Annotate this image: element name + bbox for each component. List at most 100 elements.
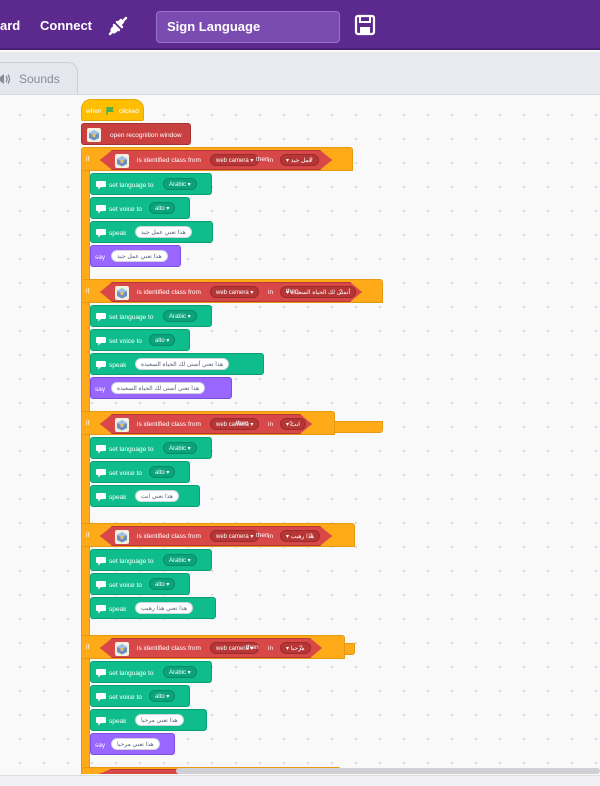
language-dropdown[interactable]: Arabic ▾ bbox=[163, 666, 197, 678]
question-label: ? bbox=[299, 645, 303, 652]
speak-block[interactable]: speak هذا تعني عمل جيد bbox=[90, 221, 214, 243]
speech-bubble-icon bbox=[95, 203, 106, 214]
language-dropdown[interactable]: Arabic ▾ bbox=[163, 178, 197, 190]
question-label: ? bbox=[309, 157, 313, 164]
in-label: in bbox=[268, 157, 274, 164]
save-icon[interactable] bbox=[354, 14, 376, 36]
language-dropdown[interactable]: Arabic ▾ bbox=[163, 310, 197, 322]
set-voice-block-label: set voice to bbox=[109, 470, 142, 477]
speak-text-input[interactable]: هذا تعني عمل جيد bbox=[135, 226, 192, 238]
set-language-block[interactable]: set language to Arabic ▾ bbox=[90, 437, 212, 459]
open-recognition-window-block[interactable]: open recognition window bbox=[81, 123, 191, 145]
speak-text-input[interactable]: هذا تعني هذا رهيب bbox=[135, 602, 194, 614]
when-flag-clicked-block[interactable]: when clicked bbox=[81, 99, 144, 121]
speech-bubble-icon bbox=[95, 443, 106, 454]
set-voice-block[interactable]: set voice to alto ▾ bbox=[90, 685, 190, 707]
say-text-input[interactable]: هذا تعني عمل جيد bbox=[111, 250, 168, 262]
say-text-input[interactable]: هذا تعني مرحبا bbox=[111, 738, 160, 750]
menu-item-board[interactable]: ard bbox=[0, 18, 21, 33]
speech-bubble-icon bbox=[95, 491, 106, 502]
speech-bubble-icon bbox=[95, 467, 106, 478]
voice-dropdown[interactable]: alto ▾ bbox=[149, 578, 176, 590]
project-title-input[interactable]: Sign Language bbox=[156, 11, 340, 43]
say-text-input[interactable]: هذا تعني أتمنى لك الحياة السعيدة bbox=[111, 382, 206, 394]
class-dropdown[interactable]: عمل جيد ▾ bbox=[280, 154, 319, 166]
voice-dropdown[interactable]: alto ▾ bbox=[149, 690, 176, 702]
speech-bubble-icon bbox=[95, 359, 106, 370]
speech-bubble-icon bbox=[95, 603, 106, 614]
editor-tab-row: Sounds bbox=[0, 52, 600, 96]
recognition-extension-icon bbox=[115, 418, 129, 432]
voice-dropdown[interactable]: alto ▾ bbox=[149, 334, 176, 346]
tab-sounds[interactable]: Sounds bbox=[0, 62, 78, 96]
speak-block-label: speak bbox=[109, 230, 127, 237]
horizontal-scrollbar[interactable] bbox=[176, 768, 600, 774]
speech-bubble-icon bbox=[95, 179, 106, 190]
source-dropdown[interactable]: web camera ▾ bbox=[210, 286, 259, 298]
recognition-extension-icon bbox=[115, 530, 129, 544]
set-voice-block-label: set voice to bbox=[109, 694, 142, 701]
source-dropdown[interactable]: web camera ▾ bbox=[210, 418, 259, 430]
speak-text-input[interactable]: هذا تعني أتمنى لك الحياة السعيدة bbox=[135, 358, 230, 370]
voice-dropdown[interactable]: alto ▾ bbox=[149, 466, 176, 478]
speak-text-input[interactable]: هذا تعني انت bbox=[135, 490, 179, 502]
is-identified-label: is identified class from bbox=[137, 289, 201, 296]
set-voice-block[interactable]: set voice to alto ▾ bbox=[90, 461, 190, 483]
set-language-block-label: set language to bbox=[109, 446, 154, 453]
then-label: then bbox=[286, 288, 299, 295]
green-flag-icon bbox=[106, 107, 114, 115]
in-label: in bbox=[268, 289, 274, 296]
speech-bubble-icon bbox=[95, 311, 106, 322]
source-dropdown[interactable]: web camera ▾ bbox=[210, 154, 259, 166]
then-label: then bbox=[236, 420, 249, 427]
if-label: if bbox=[86, 156, 90, 163]
source-dropdown[interactable]: web camera ▾ bbox=[210, 530, 259, 542]
recognition-extension-icon bbox=[87, 128, 101, 142]
class-dropdown[interactable]: هذا رهيب ▾ bbox=[280, 530, 320, 542]
source-dropdown[interactable]: web camera ▾ bbox=[210, 642, 259, 654]
class-dropdown[interactable]: أتمنى لك الحياة السعيدة ▾ bbox=[280, 286, 356, 298]
recognition-extension-icon bbox=[115, 642, 129, 656]
class-dropdown[interactable]: مرحبا ▾ bbox=[280, 642, 311, 654]
if-label: if bbox=[86, 420, 90, 427]
speak-text-input[interactable]: هذا تعني مرحبا bbox=[135, 714, 184, 726]
class-dropdown[interactable]: انت ▾ bbox=[280, 418, 306, 430]
speak-block[interactable]: speak هذا تعني انت bbox=[90, 485, 201, 507]
if-block-arm bbox=[81, 659, 90, 774]
language-dropdown[interactable]: Arabic ▾ bbox=[163, 442, 197, 454]
is-identified-class-condition[interactable]: is identified class from web camera ▾ in أت… bbox=[100, 282, 362, 302]
in-label: in bbox=[268, 421, 274, 428]
when-label: when bbox=[86, 108, 102, 115]
is-identified-label: is identified class from bbox=[137, 533, 201, 540]
speak-block-label: speak bbox=[109, 494, 127, 501]
question-label: ? bbox=[309, 533, 313, 540]
plug-disconnected-icon[interactable] bbox=[106, 14, 130, 38]
question-label: ? bbox=[339, 289, 343, 296]
voice-dropdown[interactable]: alto ▾ bbox=[149, 202, 176, 214]
connect-button[interactable]: Connect bbox=[40, 18, 92, 33]
language-dropdown[interactable]: Arabic ▾ bbox=[163, 554, 197, 566]
